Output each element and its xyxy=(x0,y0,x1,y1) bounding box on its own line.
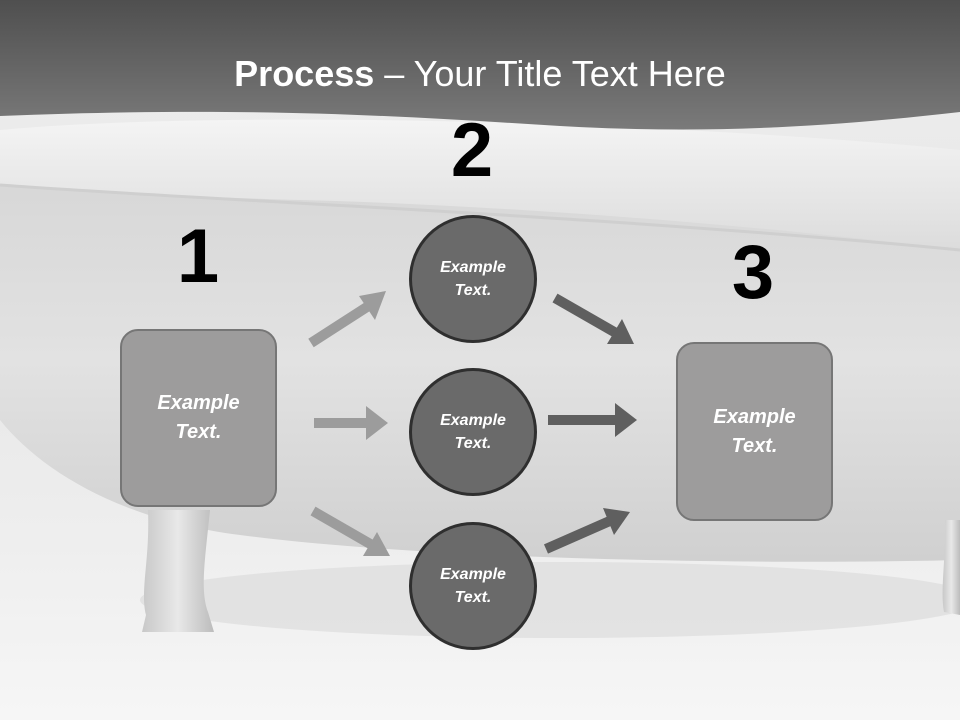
circle-top-text-line-2: Text. xyxy=(454,282,492,299)
step-3-box: Example Text. xyxy=(676,342,833,521)
title-rest: – Your Title Text Here xyxy=(374,53,726,94)
step-1-text-line-2: Text. xyxy=(175,421,222,443)
step-number-3: 3 xyxy=(731,230,775,315)
step-2-circle-bottom: Example Text. xyxy=(409,522,537,650)
step-2-circle-middle: Example Text. xyxy=(409,368,537,496)
step-number-1: 1 xyxy=(176,214,220,299)
step-3-text-line-1: Example xyxy=(713,405,796,428)
step-3-text-line-2: Text. xyxy=(731,434,778,457)
page-title: Process – Your Title Text Here xyxy=(0,52,960,96)
circle-top-text-line-1: Example xyxy=(440,259,506,276)
title-bold: Process xyxy=(234,53,375,94)
step-1-box: Example Text. xyxy=(120,329,277,507)
step-2-circle-top: Example Text. xyxy=(409,215,537,343)
circle-bottom-text-line-1: Example xyxy=(440,566,506,583)
circle-middle-text-line-1: Example xyxy=(440,412,506,429)
step-1-text-line-1: Example xyxy=(157,392,240,414)
circle-bottom-text-line-2: Text. xyxy=(454,589,492,606)
circle-middle-text-line-2: Text. xyxy=(454,435,492,452)
step-number-2: 2 xyxy=(450,108,494,193)
